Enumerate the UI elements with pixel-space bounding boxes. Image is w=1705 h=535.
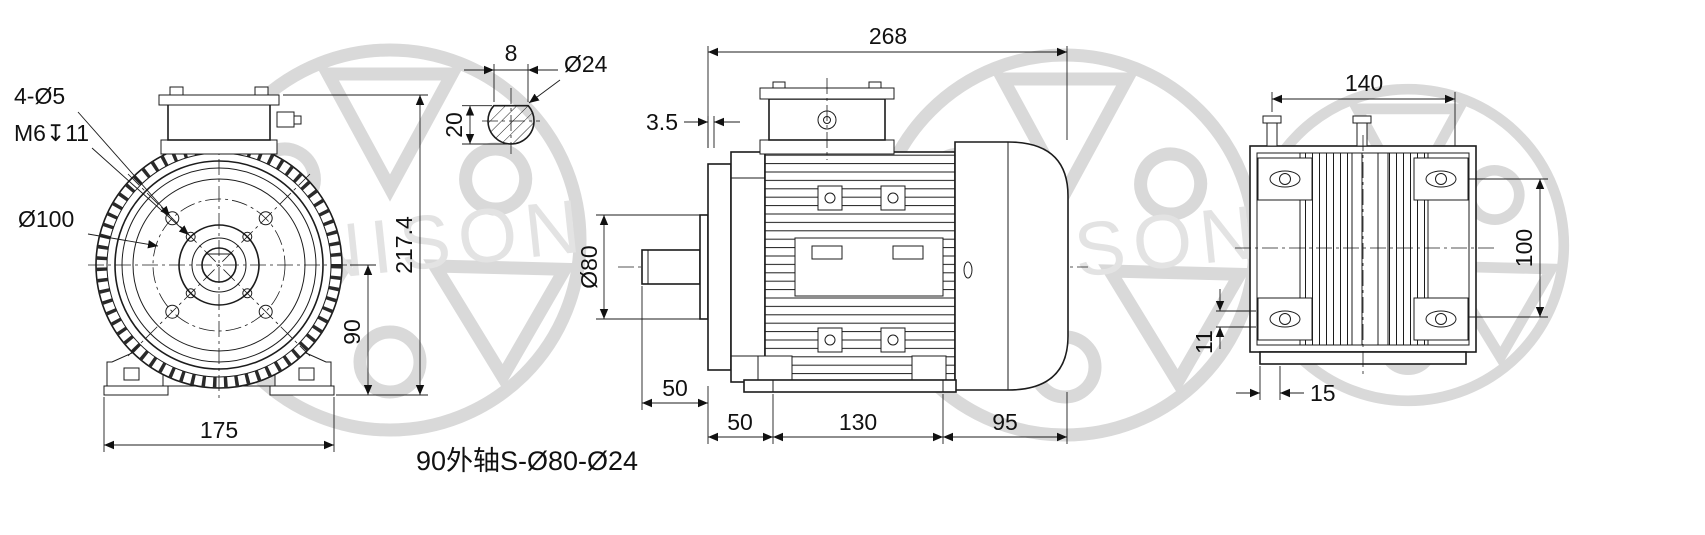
- dim-key-depth: 20: [441, 112, 467, 138]
- dim-foot-span: 130: [839, 409, 877, 435]
- dim-top-width: 140: [1345, 70, 1383, 96]
- dim-side-height: 100: [1511, 229, 1537, 267]
- dim-flange-thickness: 3.5: [646, 109, 678, 135]
- dim-shaft-dia: Ø24: [564, 51, 608, 77]
- nameplate-band: [794, 237, 944, 297]
- front-view: 175 90 217.4 4-Ø5 M6↧11 Ø100: [14, 83, 428, 452]
- flange: [707, 151, 766, 383]
- rear-dimensions: 140 100 11 15: [1191, 70, 1548, 406]
- terminal-box-side: [759, 78, 895, 160]
- dim-rear-length: 95: [992, 409, 1018, 435]
- dim-center-height: 90: [339, 319, 365, 345]
- dim-overall-length: 268: [869, 23, 907, 49]
- drawing-caption: 90外轴S-Ø80-Ø24: [416, 446, 638, 476]
- side-dimensions: 268 3.5 Ø80 50 50 130 95: [576, 23, 1068, 444]
- dim-slot-offset: 15: [1310, 380, 1336, 406]
- dim-key-width: 8: [505, 40, 518, 66]
- side-view: 268 3.5 Ø80 50 50 130 95: [576, 23, 1088, 444]
- terminal-box-front: [158, 86, 302, 155]
- mounting-pads: [1257, 157, 1469, 341]
- motor-body: [764, 151, 956, 383]
- shaft: [641, 214, 709, 320]
- dim-spigot-dia: Ø80: [576, 245, 602, 288]
- fan-cover: [954, 141, 1069, 391]
- shaft-cross-section: [487, 104, 535, 145]
- dim-overall-height: 217.4: [391, 216, 417, 274]
- dim-tap-label: M6↧11: [14, 120, 89, 146]
- flange-spigot: [699, 214, 709, 320]
- side-feet: [743, 355, 957, 393]
- front-dimensions: 175 90 217.4 4-Ø5 M6↧11 Ø100: [14, 83, 428, 452]
- rear-view: 140 100 11 15: [1191, 70, 1548, 406]
- shaft-section-detail: 8 20 Ø24: [441, 40, 608, 154]
- dim-foot-front: 50: [727, 409, 753, 435]
- dim-holes-label: 4-Ø5: [14, 83, 65, 109]
- top-bolts: [1262, 115, 1372, 147]
- dim-slot-width: 11: [1191, 330, 1217, 354]
- dim-bolt-circle-label: Ø100: [18, 206, 74, 232]
- dim-shaft-length: 50: [662, 375, 688, 401]
- cable-gland: [276, 111, 295, 128]
- dim-foot-width: 175: [200, 417, 238, 443]
